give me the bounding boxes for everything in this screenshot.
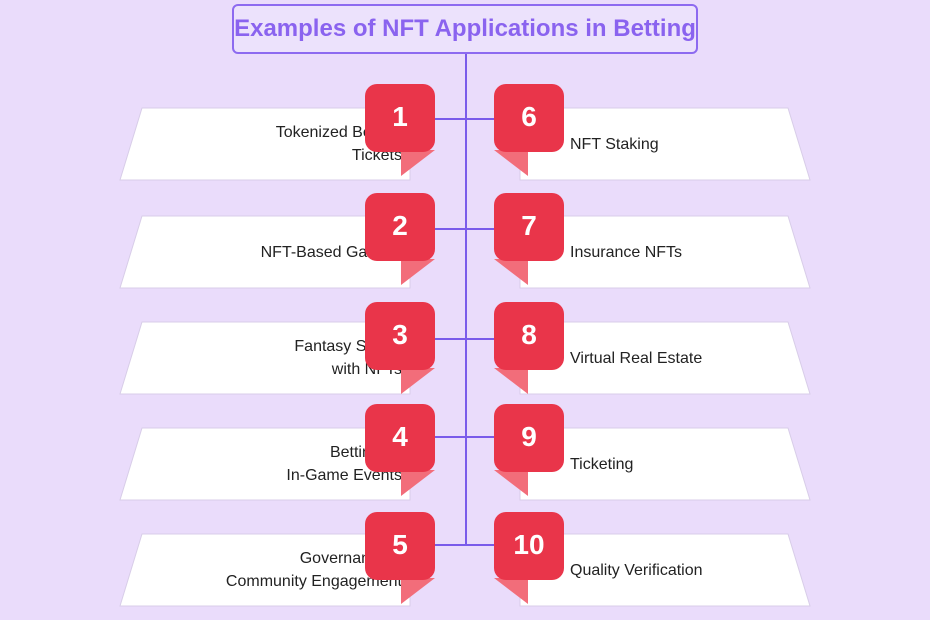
number-badge-2: 2 bbox=[365, 193, 435, 285]
item-card-9: Ticketing bbox=[519, 427, 811, 501]
number-badge-6: 6 bbox=[494, 84, 564, 176]
badge-number: 7 bbox=[521, 210, 537, 241]
item-label-text: Virtual Real Estate bbox=[570, 347, 702, 370]
item-label-text: Insurance NFTs bbox=[570, 241, 682, 264]
badge-number: 3 bbox=[392, 319, 408, 350]
number-badge-8: 8 bbox=[494, 302, 564, 394]
item-label-7: Insurance NFTs bbox=[570, 216, 800, 288]
item-label-text: Quality Verification bbox=[570, 559, 703, 582]
item-card-7: Insurance NFTs bbox=[519, 215, 811, 289]
branch-connector-3 bbox=[430, 338, 466, 340]
item-card-6: NFT Staking bbox=[519, 107, 811, 181]
item-label-2: NFT-Based Gaming bbox=[142, 216, 402, 288]
item-label-line: NFT Staking bbox=[570, 135, 659, 153]
number-badge-4: 4 bbox=[365, 404, 435, 496]
number-badge-3: 3 bbox=[365, 302, 435, 394]
badge-number: 8 bbox=[521, 319, 537, 350]
item-label-10: Quality Verification bbox=[570, 534, 800, 606]
branch-connector-7 bbox=[466, 228, 502, 230]
item-label-line: Insurance NFTs bbox=[570, 243, 683, 261]
diagram-title: Examples of NFT Applications in Betting bbox=[234, 15, 696, 42]
branch-connector-9 bbox=[466, 436, 502, 438]
badge-number: 9 bbox=[521, 421, 537, 452]
item-label-9: Ticketing bbox=[570, 428, 800, 500]
branch-connector-10 bbox=[466, 544, 502, 546]
item-label-line: Ticketing bbox=[570, 455, 634, 473]
branch-connector-2 bbox=[430, 228, 466, 230]
item-card-8: Virtual Real Estate bbox=[519, 321, 811, 395]
badge-number: 6 bbox=[521, 101, 537, 132]
trunk-connector bbox=[465, 54, 467, 546]
branch-connector-8 bbox=[466, 338, 502, 340]
item-label-line: Virtual Real Estate bbox=[570, 349, 703, 367]
badge-number: 5 bbox=[392, 529, 408, 560]
number-badge-1: 1 bbox=[365, 84, 435, 176]
branch-connector-4 bbox=[430, 436, 466, 438]
item-label-line: Community Engagement bbox=[225, 573, 402, 590]
item-label-line: Quality Verification bbox=[570, 561, 703, 579]
item-label-text: NFT Staking bbox=[570, 133, 659, 156]
item-label-4: Betting onIn-Game Events bbox=[142, 428, 402, 500]
badge-number: 4 bbox=[392, 421, 408, 452]
number-badge-7: 7 bbox=[494, 193, 564, 285]
item-label-text: Ticketing bbox=[570, 453, 633, 476]
number-badge-5: 5 bbox=[365, 512, 435, 604]
branch-connector-6 bbox=[466, 118, 502, 120]
number-badge-9: 9 bbox=[494, 404, 564, 496]
branch-connector-5 bbox=[430, 544, 466, 546]
badge-number: 2 bbox=[392, 210, 408, 241]
item-label-5: Governance &Community Engagement bbox=[142, 534, 402, 606]
title-box: Examples of NFT Applications in Betting bbox=[232, 4, 698, 54]
item-label-8: Virtual Real Estate bbox=[570, 322, 800, 394]
branch-connector-1 bbox=[430, 118, 466, 120]
item-label-6: NFT Staking bbox=[570, 108, 800, 180]
number-badge-10: 10 bbox=[494, 512, 564, 604]
badge-number: 1 bbox=[392, 101, 408, 132]
item-card-10: Quality Verification bbox=[519, 533, 811, 607]
badge-number: 10 bbox=[513, 529, 545, 560]
